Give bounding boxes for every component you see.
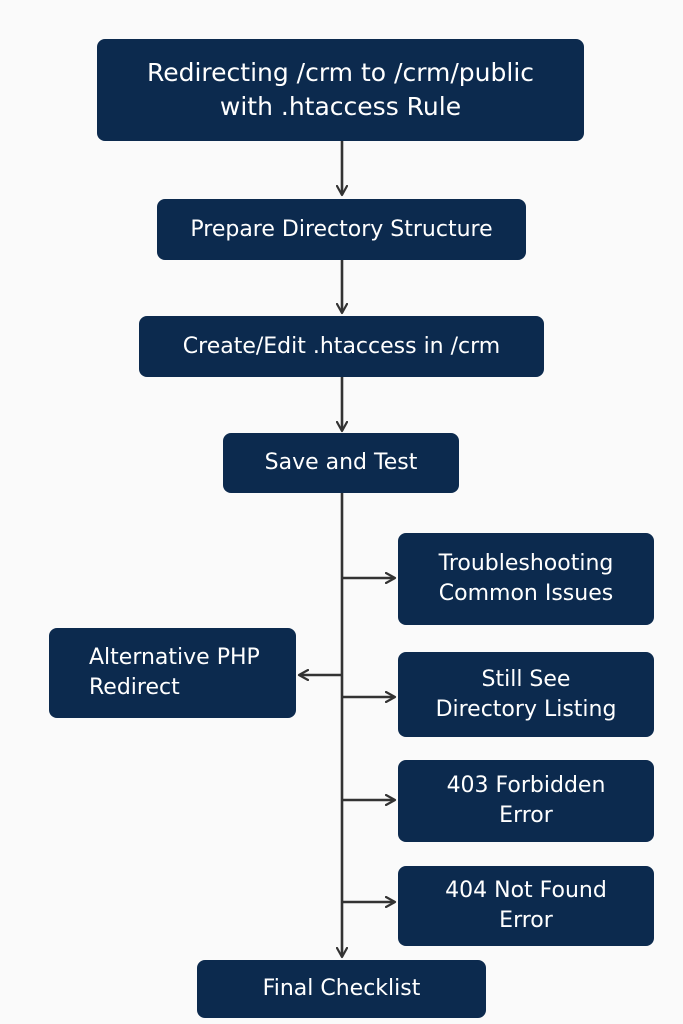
- step-save-test: Save and Test: [223, 433, 459, 493]
- branch-alternative-label: Alternative PHP Redirect: [89, 645, 260, 700]
- title-node: Redirecting /crm to /crm/public with .ht…: [97, 39, 584, 141]
- step-save-label: Save and Test: [264, 450, 418, 476]
- final-checklist-label: Final Checklist: [262, 976, 421, 1002]
- branch-directory-listing: Still See Directory Listing: [398, 652, 654, 737]
- branch-directory-listing-label: Still See Directory Listing: [435, 666, 617, 722]
- branch-troubleshooting: Troubleshooting Common Issues: [398, 533, 654, 625]
- title-node-label: Redirecting /crm to /crm/public with .ht…: [146, 58, 535, 121]
- step-create-htaccess: Create/Edit .htaccess in /crm: [139, 316, 544, 377]
- step-prepare-label: Prepare Directory Structure: [190, 216, 493, 242]
- branch-not-found-label: 404 Not Found Error: [445, 878, 607, 933]
- branch-troubleshooting-label: Troubleshooting Common Issues: [438, 551, 614, 606]
- branch-alternative-php: Alternative PHP Redirect: [49, 628, 296, 718]
- final-checklist: Final Checklist: [197, 960, 486, 1018]
- branch-403-forbidden: 403 Forbidden Error: [398, 760, 654, 842]
- branch-404-not-found: 404 Not Found Error: [398, 866, 654, 946]
- step-create-label: Create/Edit .htaccess in /crm: [182, 333, 501, 359]
- step-prepare-directory: Prepare Directory Structure: [157, 199, 526, 260]
- branch-forbidden-label: 403 Forbidden Error: [446, 773, 606, 828]
